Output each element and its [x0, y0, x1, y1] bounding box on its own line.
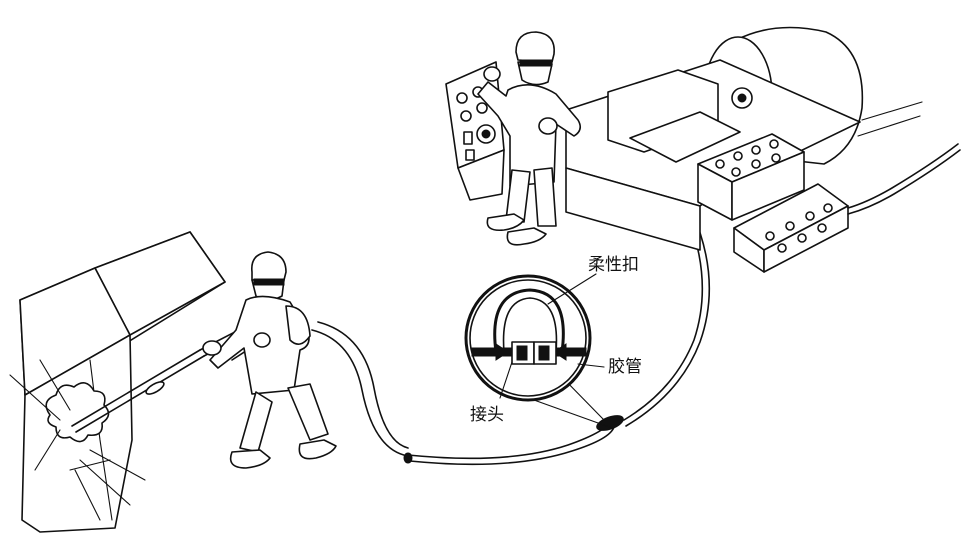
valve-bolts-2 [765, 203, 833, 253]
high-pressure-hose [311, 211, 711, 466]
operator-lance [202, 251, 337, 469]
label-flexible-buckle: 柔性扣 [588, 255, 639, 275]
pump-unit [565, 26, 961, 273]
valve-bolts-1 [715, 139, 781, 177]
label-connector: 接头 [470, 405, 504, 425]
workpiece-block [19, 231, 226, 533]
label-hose: 胶管 [608, 357, 642, 377]
spray-burst [9, 359, 146, 521]
control-panel [445, 61, 505, 201]
operator-control [477, 31, 582, 246]
detail-callout-circle [464, 274, 613, 429]
leader-lines [499, 273, 605, 399]
